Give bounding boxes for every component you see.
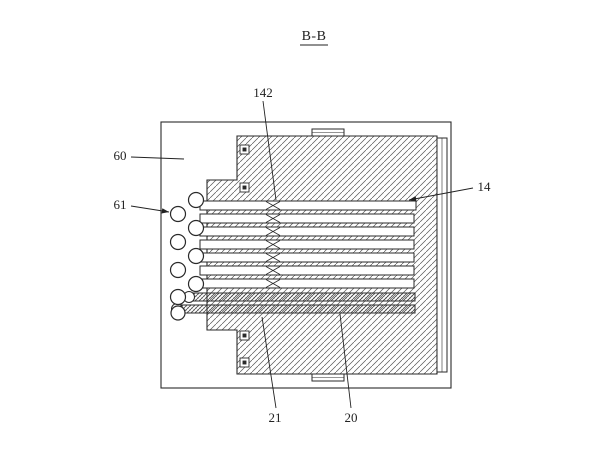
callout-142: 142 xyxy=(253,85,273,100)
fastener-square xyxy=(239,330,250,341)
hole-circle xyxy=(170,305,186,321)
callout-61: 61 xyxy=(114,197,127,212)
hole-circle xyxy=(187,275,205,293)
callout-14: 14 xyxy=(478,179,492,194)
fastener-square xyxy=(239,357,250,368)
callout-21: 21 xyxy=(269,410,282,425)
section-title: B-B xyxy=(302,29,327,44)
hole-circle xyxy=(187,219,205,237)
fastener-squares xyxy=(239,144,250,368)
bolt-hole-circles xyxy=(169,191,205,321)
leader-60 xyxy=(130,156,185,160)
plate xyxy=(199,265,415,276)
leader-lines xyxy=(130,100,474,409)
hole-circle xyxy=(169,288,187,306)
hole-circle xyxy=(169,205,187,223)
plate xyxy=(199,239,415,250)
plate xyxy=(199,226,415,237)
fastener-square xyxy=(239,182,250,193)
top-tab xyxy=(311,128,345,137)
plate xyxy=(199,252,415,263)
plate xyxy=(199,213,415,224)
hole-circle xyxy=(187,247,205,265)
leader-14 xyxy=(408,187,474,202)
hole-circle xyxy=(169,261,187,279)
plate xyxy=(199,278,415,289)
leader-142 xyxy=(262,100,277,201)
plate xyxy=(199,200,417,211)
hole-circle xyxy=(187,191,205,209)
callout-60: 60 xyxy=(114,148,127,163)
leader-21 xyxy=(261,316,277,409)
hole-circle xyxy=(169,233,187,251)
callout-20: 20 xyxy=(345,410,358,425)
bottom-tab xyxy=(311,373,345,382)
leader-61 xyxy=(130,205,170,214)
leader-20 xyxy=(339,313,352,409)
threaded-rod-lower xyxy=(171,303,416,315)
plate-stack xyxy=(199,200,417,289)
fastener-square xyxy=(239,144,250,155)
threaded-rod-upper xyxy=(183,291,416,303)
